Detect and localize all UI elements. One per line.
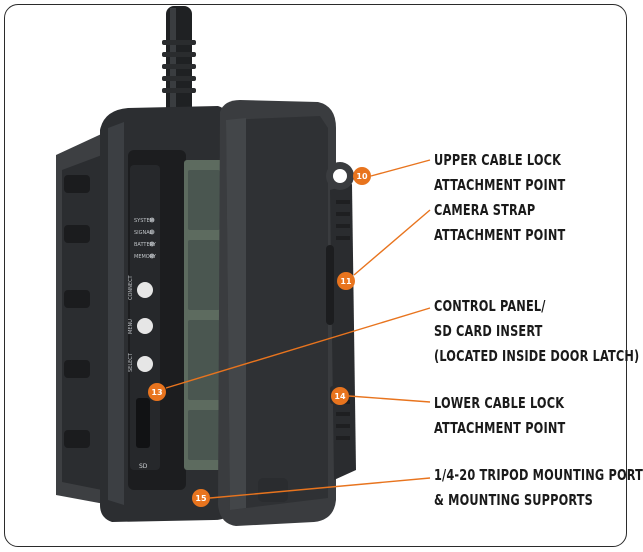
svg-text:14: 14 [334,392,346,401]
svg-text:11: 11 [340,277,352,286]
status-label-signal: SIGNAL [134,230,153,236]
select-button [137,356,153,372]
button-label-select: SELECT [128,352,134,372]
leader-line-10 [370,159,431,177]
leader-line-15 [209,477,431,499]
svg-text:13: 13 [151,388,162,397]
callout-label-11: CAMERA STRAP ATTACHMENT POINT [434,198,565,248]
leader-line-11 [353,209,431,276]
callout-badge-13: 13 [148,383,166,401]
callout-14-line-2: ATTACHMENT POINT [434,419,566,437]
camera-door [218,100,356,526]
callout-13-line-1: CONTROL PANEL/ [434,297,546,315]
callout-11-line-2: ATTACHMENT POINT [434,226,566,244]
callout-label-13: CONTROL PANEL/ SD CARD INSERT (LOCATED I… [434,294,639,369]
callout-13-line-2: SD CARD INSERT [434,322,543,340]
mounting-bracket [56,130,110,505]
svg-text:10: 10 [356,172,368,181]
callout-badge-10: 10 [353,167,371,185]
sd-card-slot: SD [136,398,150,470]
callout-badge-14: 14 [331,387,349,405]
status-leds [149,217,155,259]
callout-10-line-1: UPPER CABLE LOCK [434,151,562,169]
leader-line-14 [348,395,431,403]
status-label-battery: BATTERY [134,242,157,248]
status-label-system: SYSTEM [134,218,154,224]
button-label-connect: CONNECT [128,274,134,300]
leader-lines [165,159,431,499]
connect-button [137,282,153,298]
callout-10-line-2: ATTACHMENT POINT [434,176,566,194]
status-labels: SYSTEM SIGNAL BATTERY MEMORY [134,218,157,260]
callout-label-15: 1/4-20 TRIPOD MOUNTING PORT & MOUNTING S… [434,463,643,513]
leader-line-13 [165,307,431,389]
antenna [162,6,196,118]
callout-11-line-1: CAMERA STRAP [434,201,536,219]
callout-label-10: UPPER CABLE LOCK ATTACHMENT POINT [434,148,565,198]
callout-14-line-1: LOWER CABLE LOCK [434,394,565,412]
button-labels: CONNECT MENU SELECT [128,274,134,372]
callout-13-line-3: (LOCATED INSIDE DOOR LATCH) [434,347,640,365]
panel-buttons [137,282,153,372]
button-label-menu: MENU [128,319,134,334]
svg-text:15: 15 [195,494,207,503]
callout-15-line-2: & MOUNTING SUPPORTS [434,491,593,509]
callout-label-14: LOWER CABLE LOCK ATTACHMENT POINT [434,391,565,441]
status-label-memory: MEMORY [134,254,157,260]
camera-body [100,106,232,522]
callout-15-line-1: 1/4-20 TRIPOD MOUNTING PORT [434,466,643,484]
sd-label: SD [139,463,148,470]
menu-button [137,318,153,334]
callout-badge-11: 11 [337,272,355,290]
callout-badge-15: 15 [192,489,210,507]
